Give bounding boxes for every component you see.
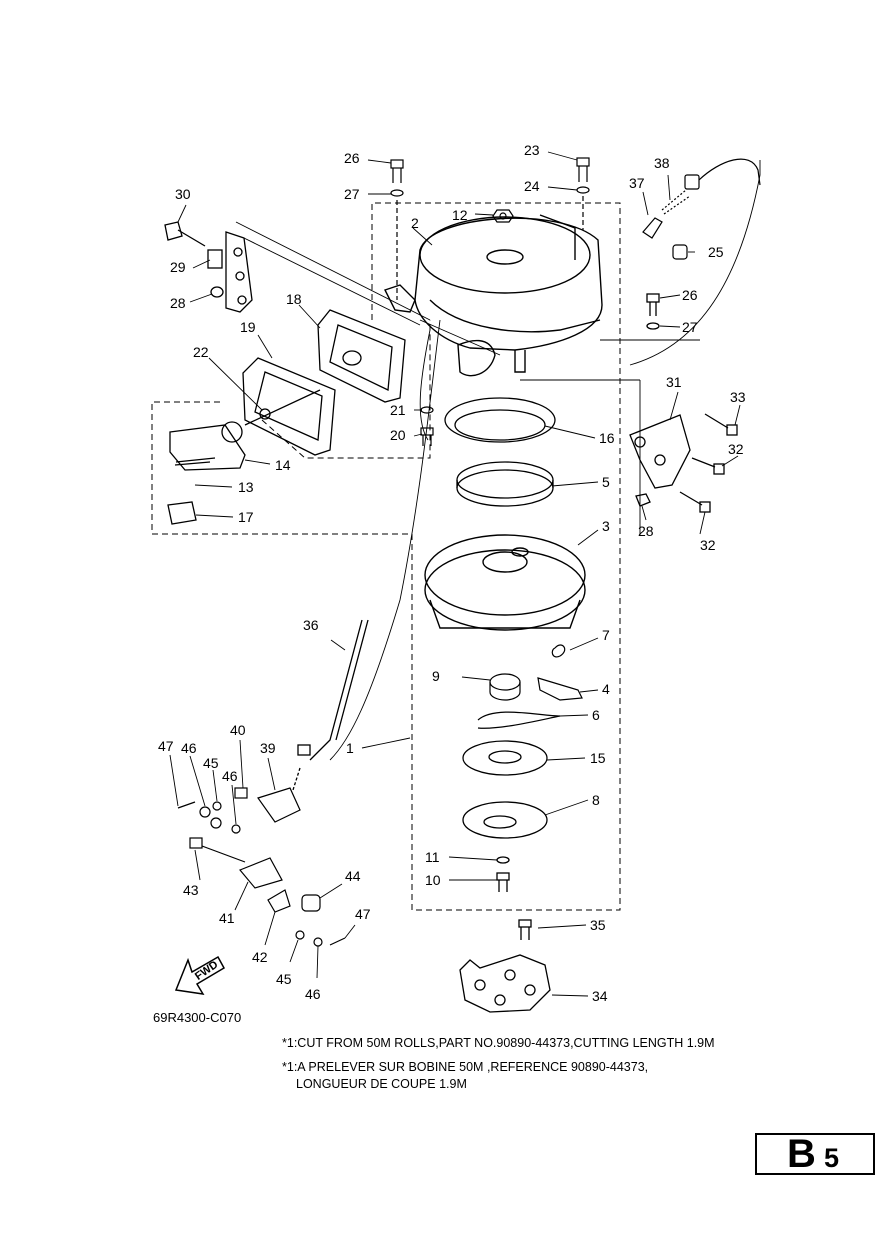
rope-reel xyxy=(424,534,586,631)
callout-38: 38 xyxy=(654,155,670,171)
callout-13: 13 xyxy=(238,479,254,495)
callout-29: 29 xyxy=(170,259,186,275)
callout-31: 31 xyxy=(666,374,682,390)
callout-46-right: 46 xyxy=(305,986,321,1002)
callout-26: 26 xyxy=(344,150,360,166)
note-line-1: *1:CUT FROM 50M ROLLS,PART NO.90890-4437… xyxy=(282,1036,715,1050)
callout-11: 11 xyxy=(425,849,440,865)
note-line-2: *1:A PRELEVER SUR BOBINE 50M ,REFERENCE … xyxy=(282,1060,649,1074)
callout-32-upper: 32 xyxy=(728,441,744,457)
callout-47-left: 47 xyxy=(158,738,174,754)
callout-46-left: 46 xyxy=(181,740,197,756)
callout-42: 42 xyxy=(252,949,268,965)
callout-43: 43 xyxy=(183,882,199,898)
cable-bracket-31 xyxy=(629,293,738,513)
callout-8: 8 xyxy=(592,792,600,808)
callout-5: 5 xyxy=(602,474,610,490)
plates xyxy=(462,740,548,892)
forward-direction-arrow xyxy=(174,955,226,995)
callout-22: 22 xyxy=(193,344,209,360)
spring-stack xyxy=(444,397,556,507)
callout-7: 7 xyxy=(602,627,610,643)
callout-34: 34 xyxy=(592,988,608,1004)
callout-12: 12 xyxy=(452,207,468,223)
callout-23: 23 xyxy=(524,142,540,158)
callout-27-right: 27 xyxy=(682,319,698,335)
handle-bracket xyxy=(164,221,253,313)
callout-20: 20 xyxy=(390,427,406,443)
throttle-lever xyxy=(167,389,321,525)
callout-3: 3 xyxy=(602,518,610,534)
callout-44: 44 xyxy=(345,868,361,884)
callout-32-lower: 32 xyxy=(700,537,716,553)
section-number: 5 xyxy=(824,1143,840,1173)
callout-2: 2 xyxy=(411,215,419,231)
callout-15: 15 xyxy=(590,750,606,766)
pulley xyxy=(459,919,551,1013)
callout-45-right: 45 xyxy=(276,971,292,987)
bolt-23 xyxy=(576,157,590,230)
control-cable xyxy=(292,619,369,791)
callout-39: 39 xyxy=(260,740,276,756)
part-12-nut xyxy=(492,209,514,223)
diagram-code: 69R4300-C070 xyxy=(153,1010,242,1025)
callout-21: 21 xyxy=(390,402,406,418)
callout-45-left: 45 xyxy=(203,755,219,771)
callout-36: 36 xyxy=(303,617,319,633)
callout-33: 33 xyxy=(730,389,746,405)
callout-24: 24 xyxy=(524,178,540,194)
callout-19: 19 xyxy=(240,319,256,335)
leader-lines xyxy=(169,151,741,997)
section-letter: B xyxy=(787,1132,816,1176)
callout-46-mid: 46 xyxy=(222,768,238,784)
callout-26-right: 26 xyxy=(682,287,698,303)
rope-and-lines xyxy=(235,160,761,761)
handle-grip xyxy=(242,309,406,456)
callout-6: 6 xyxy=(592,707,600,723)
callout-35: 35 xyxy=(590,917,606,933)
callout-9: 9 xyxy=(432,668,440,684)
fitting-37-38 xyxy=(642,158,761,260)
callout-41: 41 xyxy=(219,910,235,926)
callout-27: 27 xyxy=(344,186,360,202)
callout-10: 10 xyxy=(425,872,441,888)
section-tab xyxy=(755,1133,875,1175)
callout-18: 18 xyxy=(286,291,302,307)
callout-30: 30 xyxy=(175,186,191,202)
bolt-26-top xyxy=(390,159,404,300)
callout-25: 25 xyxy=(708,244,724,260)
dashed-group-frames xyxy=(151,202,621,911)
callout-28-right: 28 xyxy=(638,523,654,539)
callout-16: 16 xyxy=(599,430,615,446)
callout-1: 1 xyxy=(346,740,354,756)
callout-17: 17 xyxy=(238,509,254,525)
starter-cover xyxy=(384,214,603,377)
callout-40: 40 xyxy=(230,722,246,738)
callout-28: 28 xyxy=(170,295,186,311)
note-line-3: LONGUEUR DE COUPE 1.9M xyxy=(296,1077,467,1091)
callout-37: 37 xyxy=(629,175,645,191)
callout-14: 14 xyxy=(275,457,291,473)
callout-4: 4 xyxy=(602,681,610,697)
callout-47-right: 47 xyxy=(355,906,371,922)
linkage-parts xyxy=(177,787,346,947)
